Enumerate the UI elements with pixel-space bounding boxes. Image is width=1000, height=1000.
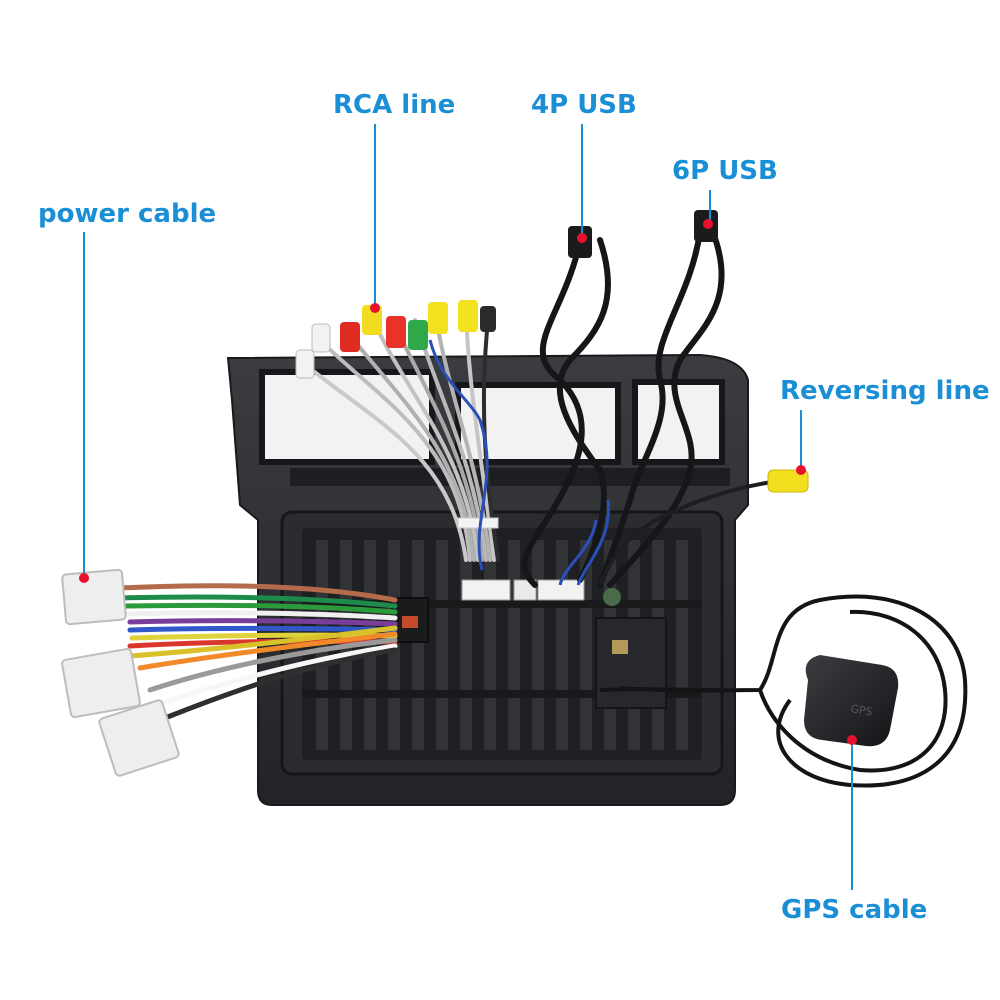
blue-wires	[428, 339, 610, 586]
power-harness	[117, 583, 398, 723]
gps-cable-label: GPS cable	[781, 895, 928, 925]
callout-lines	[83, 124, 853, 890]
rca-bundle	[295, 300, 500, 562]
rca-line-label: RCA line	[333, 90, 456, 120]
usb-4p-label: 4P USB	[531, 90, 637, 120]
reversing-line-label: Reversing line	[780, 376, 990, 406]
svg-text:GPS: GPS	[849, 702, 873, 719]
callout-markers	[79, 219, 857, 745]
gps-cable	[599, 594, 968, 788]
power-cable-label: power cable	[38, 199, 217, 229]
reversing-cable	[598, 469, 809, 586]
gps-antenna: GPS	[804, 655, 899, 747]
usb-6p-label: 6P USB	[672, 156, 778, 186]
usb-cables	[521, 227, 725, 588]
power-connectors	[61, 568, 180, 777]
